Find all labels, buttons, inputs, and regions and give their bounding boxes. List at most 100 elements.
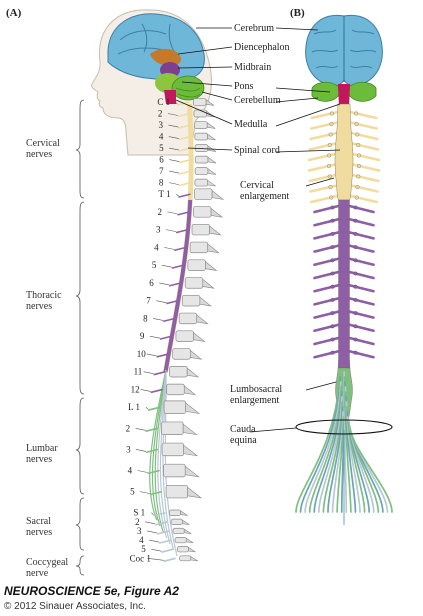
spinal-nerve-root: [178, 170, 192, 175]
dorsal-root-ganglion: [327, 143, 332, 147]
vertebra-label-cervical-8: 8: [159, 178, 164, 188]
cervical-nerves-label: Cervical: [26, 138, 60, 149]
dorsal-root-ganglion: [329, 111, 334, 116]
spinal-nerve-root: [162, 317, 176, 323]
cauda-equina-strand: [318, 396, 343, 513]
dorsal-root-ganglion: [327, 164, 332, 168]
vertebra-body: [179, 555, 192, 562]
vertebra-body: [194, 121, 208, 129]
spinous-process: [210, 207, 224, 218]
spinal-nerve-left: [307, 152, 337, 162]
thoracic-nerves-label: Thoracic: [26, 290, 62, 301]
spinal-nerve-right: [348, 110, 378, 120]
vertebra-leader: [161, 264, 172, 268]
vertebra-leader: [169, 147, 180, 151]
spinous-process: [207, 179, 216, 187]
spinal-nerve-left: [309, 131, 338, 141]
spinal-nerve-left: [308, 173, 337, 183]
cervical-nerves-label-2: nerves: [26, 149, 52, 160]
dorsal-root-ganglion: [353, 231, 358, 236]
vertebra-body: [191, 223, 210, 236]
dorsal-root-ganglion: [353, 311, 358, 316]
dorsal-root-ganglion: [353, 218, 358, 223]
coccygeal-nerve-label-2: nerve: [26, 568, 49, 579]
spinal-nerve-root: [177, 112, 191, 118]
spinal-nerve-right: [348, 283, 375, 293]
spinal-nerve-root: [179, 158, 192, 164]
dorsal-root-ganglion: [356, 174, 361, 179]
spinal-nerve-right: [349, 194, 379, 204]
dorsal-root-ganglion: [330, 231, 335, 236]
vertebra-label-lumbar-3: 3: [126, 444, 131, 454]
spinous-process: [183, 528, 192, 535]
cauda-equina-strand: [347, 421, 393, 513]
vertebra-body: [181, 294, 201, 307]
diencephalon-label: Diencephalon: [234, 42, 290, 53]
cauda-equina-strand: [304, 381, 342, 513]
vertebra-label-thoracic-1: T 1: [158, 189, 170, 199]
spinal-nerve-left: [313, 349, 340, 359]
spinal-nerve-left: [308, 142, 338, 151]
spinal-nerve-right: [348, 336, 375, 346]
vertebra-label-thoracic-3: 3: [156, 225, 161, 235]
spinal-cord-b-segment: [334, 103, 354, 201]
spinal-nerve-root: [154, 521, 168, 526]
vertebra-label-lumbar-4: 4: [128, 466, 133, 476]
dorsal-root-ganglion: [353, 271, 358, 276]
spinal-nerve-root: [178, 135, 192, 141]
spinal-nerve-left: [313, 244, 340, 253]
coccygeal-nerve-label: Coccygeal: [26, 557, 68, 568]
vertebra-label-cervical-3: 3: [158, 120, 163, 130]
spinal-nerve-root: [149, 490, 163, 496]
dorsal-root-ganglion: [356, 153, 361, 158]
vertebra-body: [161, 442, 185, 457]
cerebellum-shape: [171, 75, 205, 101]
spinal-nerve-left: [313, 270, 340, 280]
spinous-process: [183, 385, 197, 396]
vertebra-body: [176, 546, 189, 553]
lumbosacral-enlargement-label: Lumbosacral: [230, 384, 282, 395]
figure-caption: NEUROSCIENCE 5e, Figure A2: [4, 584, 179, 598]
spinous-process: [185, 537, 194, 544]
panel-a-label: (A): [6, 7, 22, 19]
dorsal-root-ganglion: [355, 185, 360, 189]
spinous-process: [207, 168, 217, 175]
cauda-equina-strand: [308, 386, 342, 513]
vertebra-leader: [176, 193, 179, 197]
dorsal-root-ganglion: [330, 271, 335, 276]
spinal-nerve-left: [313, 323, 340, 333]
dorsal-root-ganglion: [353, 284, 358, 289]
spinal-nerve-root: [178, 147, 192, 152]
cauda-equina-strand: [299, 376, 342, 513]
spinal-nerve-left: [310, 110, 340, 120]
spinal-nerve-root: [153, 370, 166, 376]
vertebra-leader: [151, 512, 154, 515]
vertebra-body: [194, 188, 213, 200]
dorsal-root-ganglion: [353, 297, 358, 302]
spinous-process: [182, 423, 198, 436]
spinal-nerve-right: [348, 297, 375, 306]
spinous-process: [205, 260, 218, 271]
spinal-nerve-root: [158, 539, 172, 544]
spinous-process: [190, 349, 203, 360]
vertebra-leader: [135, 427, 146, 431]
panel-b-leaders: [249, 27, 341, 433]
spinal-nerve-left: [313, 257, 340, 267]
spinous-process: [187, 486, 203, 499]
vertebra-label-thoracic-10: 10: [137, 349, 147, 359]
vertebra-label-thoracic-12: 12: [131, 384, 140, 394]
copyright-line: © 2012 Sinauer Associates, Inc.: [4, 601, 146, 612]
vertebra-leader: [168, 124, 179, 128]
vertebra-label-cervical-4: 4: [159, 132, 164, 142]
spinal-nerve-root: [145, 427, 158, 433]
vertebra-label-sacral-5: 5: [141, 544, 146, 554]
dorsal-root-ganglion: [329, 195, 334, 200]
vertebra-leader: [167, 211, 178, 215]
spinal-cord-label: Spinal cord: [234, 145, 280, 156]
dorsal-root-ganglion: [356, 143, 361, 147]
spinal-nerve-root: [156, 530, 170, 535]
vertebra-leader: [167, 113, 178, 116]
vertebra-leader: [156, 300, 167, 303]
cauda-equina-a-strand: [149, 369, 167, 521]
cauda-equina-strand: [313, 391, 343, 513]
